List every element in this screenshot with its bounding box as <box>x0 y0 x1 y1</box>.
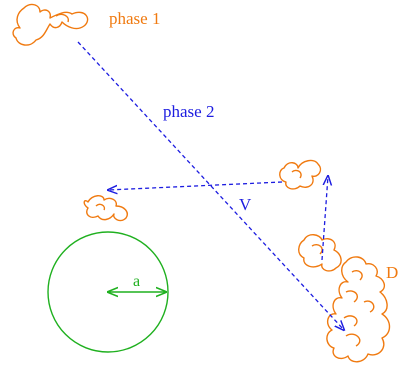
phase1-squiggle <box>13 5 88 46</box>
large-squiggle <box>327 257 390 362</box>
velocity-label: V <box>239 195 252 214</box>
circle-squiggle <box>84 196 127 221</box>
radius-label: a <box>133 273 140 290</box>
vertical-arrow <box>322 176 328 260</box>
mid-squiggle <box>299 235 341 271</box>
phase2-label: phase 2 <box>163 102 214 121</box>
horizontal-arrow <box>108 182 282 190</box>
phase1-label: phase 1 <box>109 9 160 28</box>
phase2-trajectory-arrow <box>78 42 344 330</box>
right-squiggle <box>280 161 321 189</box>
diffusion-label: D <box>386 263 398 282</box>
